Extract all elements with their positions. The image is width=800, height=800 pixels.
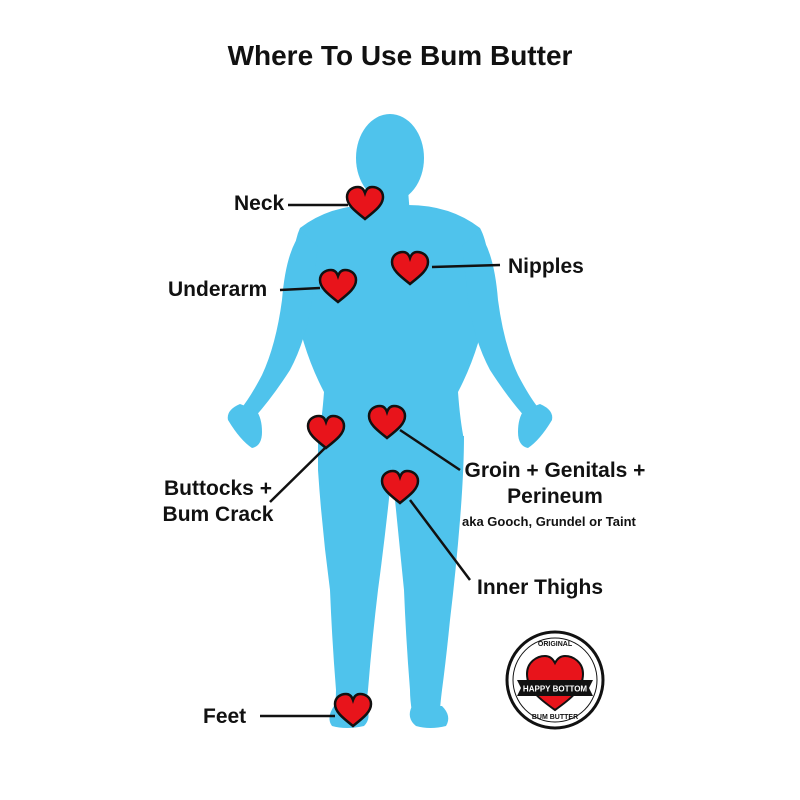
heart-groin-icon [367, 404, 407, 440]
heart-feet-icon [333, 692, 373, 728]
inner-thighs-leader [409, 499, 471, 581]
label-feet: Feet [203, 705, 247, 728]
label-groin-note: aka Gooch, Grundel or Taint [462, 514, 636, 529]
label-groin: Groin + Genitals + Perineum [455, 458, 655, 510]
heart-buttocks-icon [306, 414, 346, 450]
label-neck: Neck [234, 192, 285, 215]
heart-nipples-icon [390, 250, 430, 286]
label-groin-line1: Groin + Genitals + [464, 459, 646, 482]
label-inner-thighs: Inner Thighs [477, 576, 603, 599]
nipples-leader [431, 263, 501, 269]
buttocks-leader [269, 447, 326, 503]
logo-top-text: ORIGINAL [538, 641, 573, 648]
leader-lines [260, 203, 501, 718]
happy-bottom-logo: HAPPY BOTTOM ORIGINAL BUM BUTTER [505, 630, 605, 730]
label-groin-line2: Perineum [507, 485, 603, 508]
label-buttocks-line2: Bum Crack [162, 503, 274, 526]
label-underarm: Underarm [168, 278, 268, 301]
page-title: Where To Use Bum Butter [227, 40, 573, 71]
heart-inner-thighs-icon [380, 469, 420, 505]
heart-neck-icon [345, 185, 385, 221]
hearts [306, 185, 430, 728]
label-buttocks-line1: Buttocks + [164, 477, 272, 500]
label-buttocks: Buttocks + Bum Crack [158, 476, 278, 528]
label-nipples: Nipples [508, 255, 584, 278]
logo-banner-text: HAPPY BOTTOM [523, 685, 587, 694]
underarm-leader [279, 286, 321, 292]
logo-bottom-text: BUM BUTTER [532, 714, 578, 721]
heart-underarm-icon [318, 268, 358, 304]
groin-leader [399, 428, 461, 472]
